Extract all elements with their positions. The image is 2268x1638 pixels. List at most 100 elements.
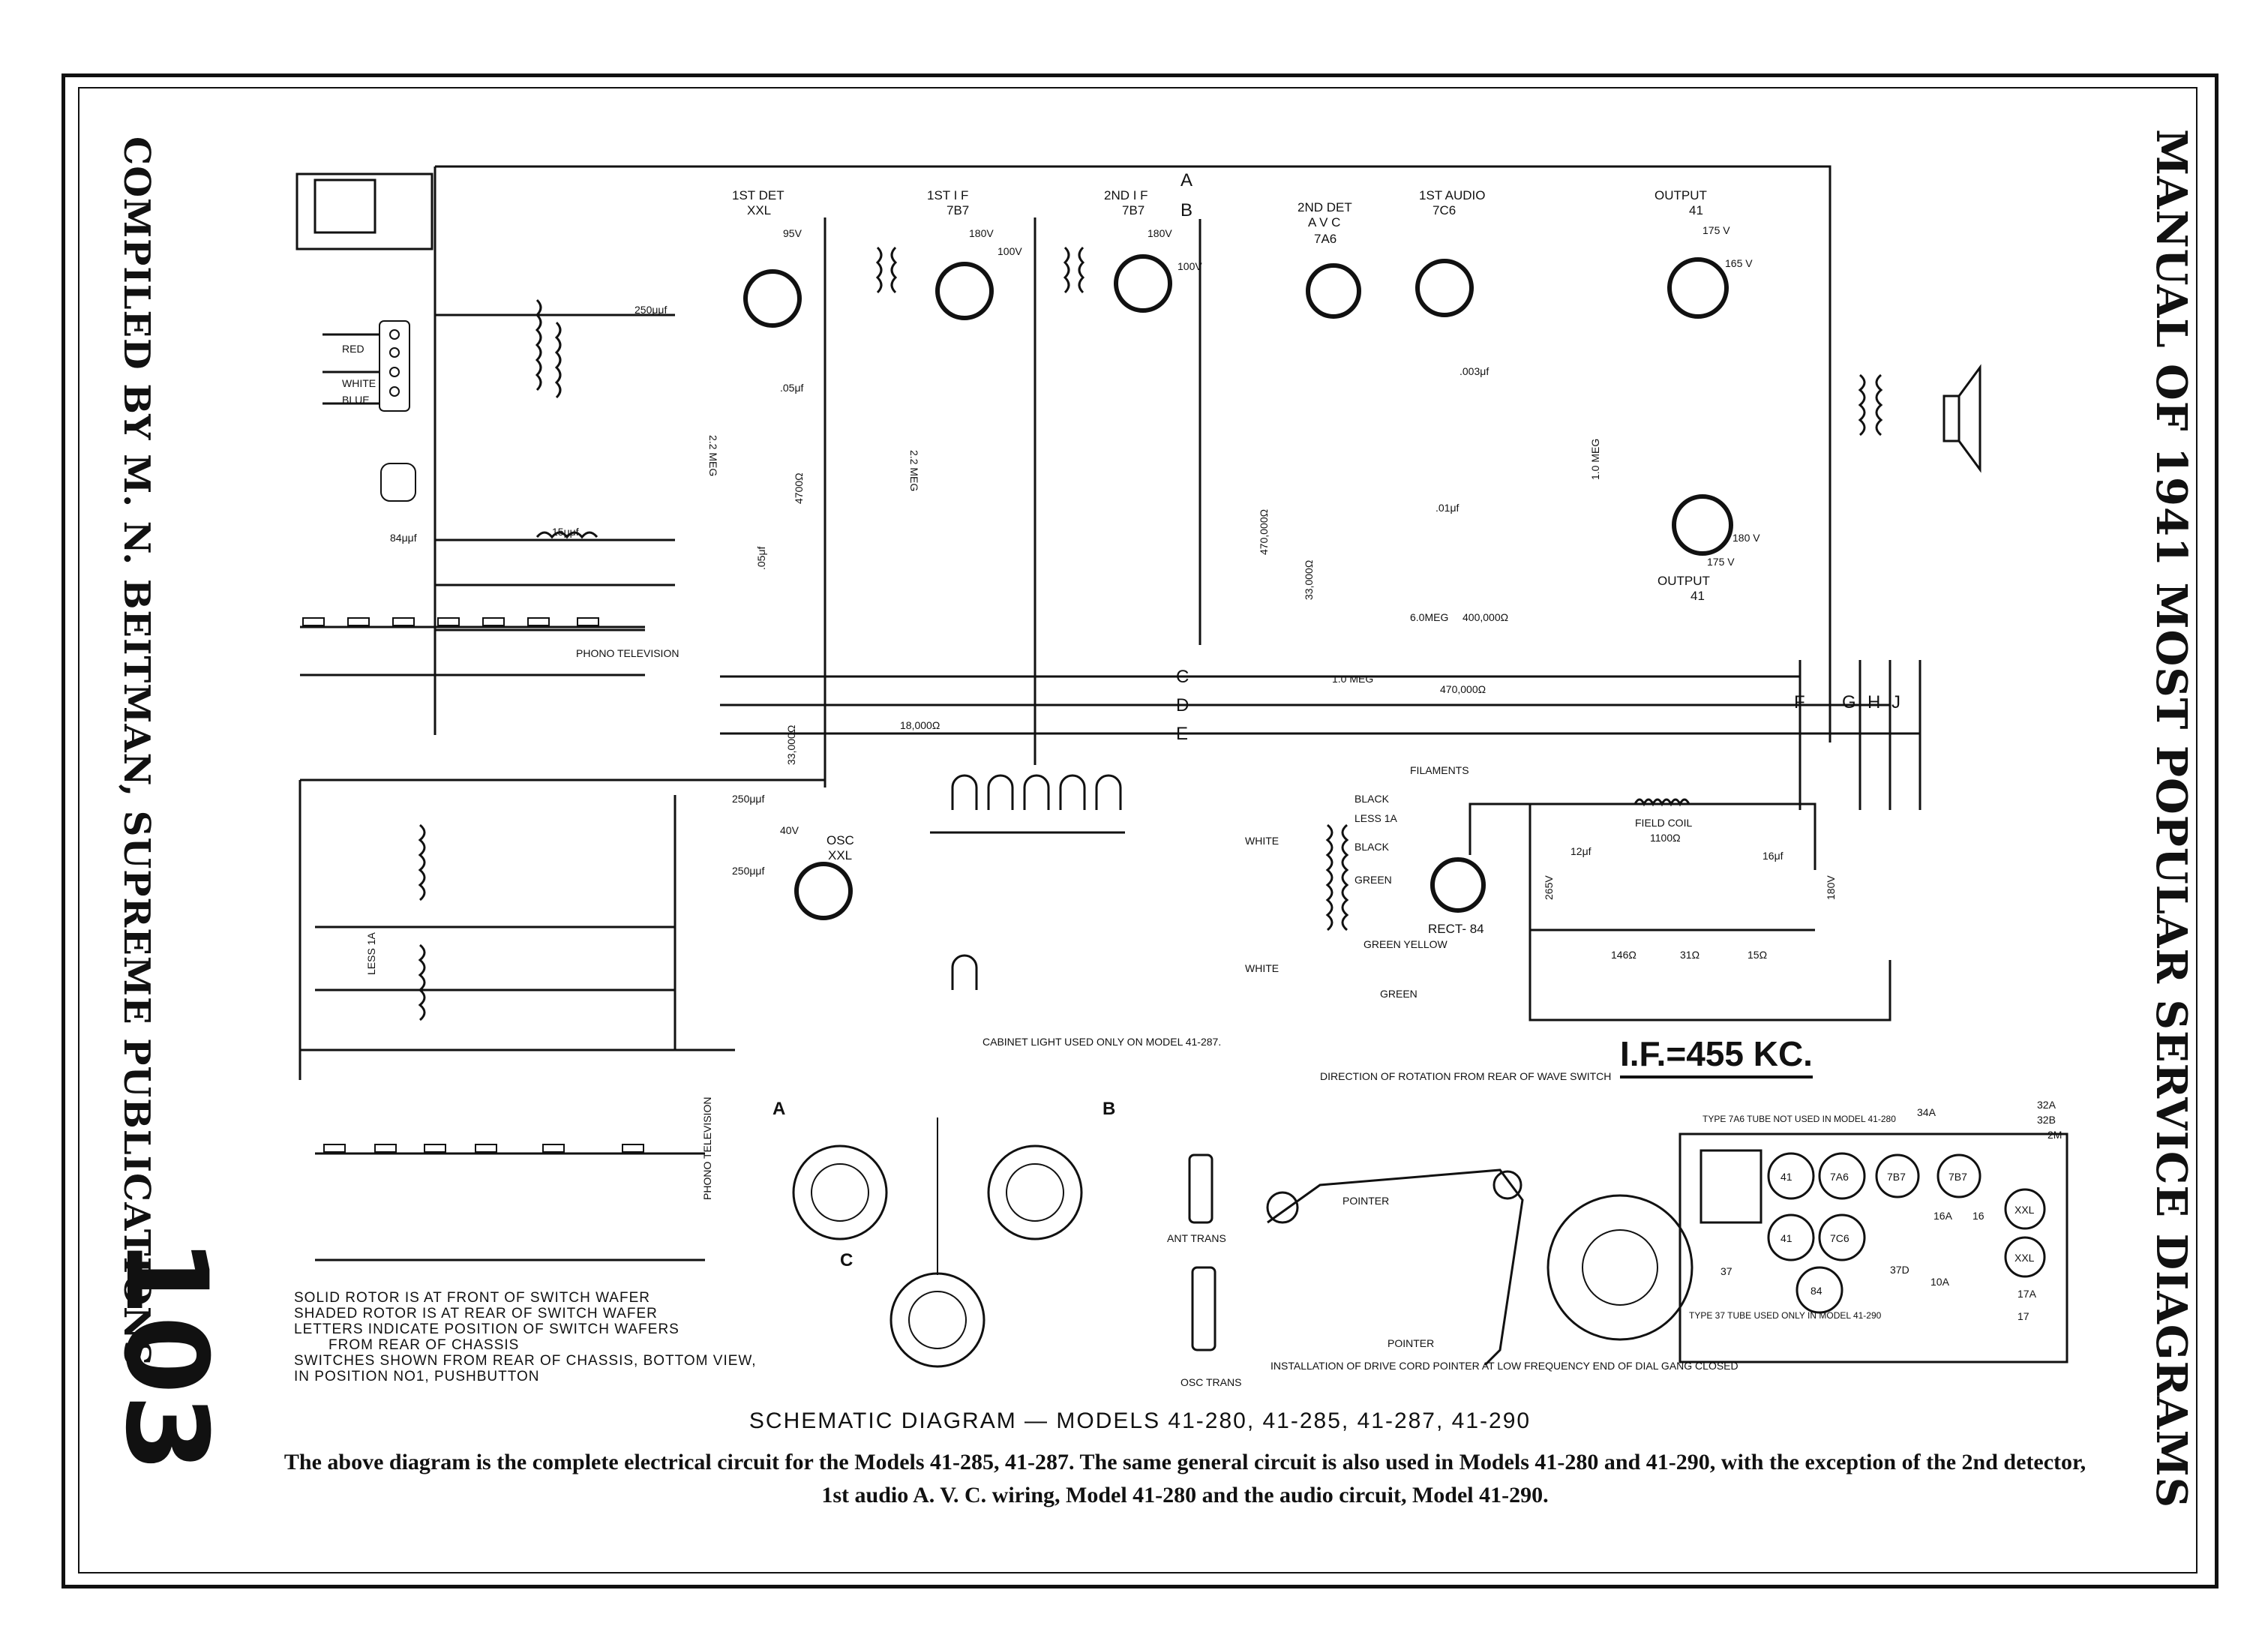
res-22meg-2-label: 2.2 MEG — [908, 450, 920, 491]
bus-e-label: E — [1176, 724, 1188, 744]
wafer-a-label: A — [772, 1099, 785, 1119]
tube-output-bottom-cathode: 180 V — [1732, 532, 1760, 544]
res-31-label: 31Ω — [1680, 949, 1700, 961]
field-coil-ohms-label: 1100Ω — [1650, 832, 1681, 844]
wire-red-label: RED — [342, 343, 364, 355]
tube-2nd-if: 2ND I F 7B7 180V 100V — [1104, 188, 1202, 313]
tube-1st-if-voltage: 180V — [969, 227, 994, 239]
cap-16-label: 16μf — [1762, 850, 1784, 862]
tube-output-top-name: OUTPUT — [1654, 188, 1707, 202]
tube-2nd-if-screen: 100V — [1178, 260, 1202, 272]
wire-green-2-label: GREEN — [1380, 988, 1418, 1000]
wafer-c-label: C — [840, 1250, 853, 1270]
wire-green-1-label: GREEN — [1354, 874, 1392, 886]
socket-16a: 16A — [1934, 1210, 1953, 1222]
field-coil-label: FIELD COIL — [1635, 817, 1692, 829]
if-frequency-label: I.F.=455 KC. — [1620, 1034, 1813, 1078]
cap-250-label-top: 250μμf — [634, 304, 667, 316]
tube-osc: OSC XXL — [794, 833, 854, 920]
coil-details: ANT TRANS OSC TRANS DIRECTION OF ROTATIO… — [1167, 1070, 1611, 1388]
bus-h-label: H — [1868, 692, 1880, 712]
osc-coils: LESS 1A — [315, 824, 675, 1022]
tube-1st-det-voltage: 95V — [783, 227, 802, 239]
tube-1st-if-screen: 100V — [998, 245, 1022, 257]
tube-osc-name: OSC — [826, 833, 854, 848]
bus-a-label: A — [1180, 170, 1192, 190]
pointer-label-top: POINTER — [1342, 1195, 1389, 1207]
layout-tube-84: 84 — [1810, 1285, 1822, 1297]
socket-34a: 34A — [1917, 1106, 1936, 1118]
phono-tv-label-bottom: PHONO TELEVISION — [701, 1097, 713, 1200]
tube-output-bottom: OUTPUT 41 175 V 180 V — [1658, 494, 1760, 603]
socket-10a: 10A — [1930, 1276, 1950, 1288]
rf-coils: 15μμf 84μμf 250μμf — [390, 298, 675, 632]
res-470000-2-label: 470,000Ω — [1440, 683, 1486, 695]
bus-f-label: F — [1794, 692, 1805, 712]
cabinet-light-note: CABINET LIGHT USED ONLY ON MODEL 41-287. — [982, 1036, 1221, 1048]
bus-d-label: D — [1176, 695, 1189, 716]
switch-wafers: A B C — [772, 1099, 1115, 1368]
cap-84-label: 84μμf — [390, 532, 417, 544]
res-1meg-label: 1.0 MEG — [1589, 439, 1601, 480]
tube-2nd-det: 2ND DET A V C 7A6 — [1298, 200, 1361, 319]
power-less-1a-label: LESS 1A — [1354, 812, 1397, 824]
res-22meg-1-label: 2.2 MEG — [707, 435, 719, 476]
bus-g-label: G — [1842, 692, 1856, 712]
switch-note: LETTERS INDICATE POSITION OF SWITCH WAFE… — [294, 1322, 680, 1337]
tube-2nd-det-name: 2ND DET — [1298, 200, 1352, 214]
wire-white-2-label: WHITE — [1245, 835, 1279, 847]
cap-01-1-label: .01μf — [1436, 502, 1460, 514]
tube-1st-audio-type: 7C6 — [1432, 203, 1456, 218]
res-33000-2-label: 33,000Ω — [785, 725, 797, 765]
tube-1st-if-type: 7B7 — [946, 203, 969, 218]
bus-lines — [298, 165, 1922, 1080]
res-33000-1-label: 33,000Ω — [1303, 560, 1315, 600]
wire-black-2-label: BLACK — [1354, 841, 1390, 853]
tube-1st-audio-name: 1ST AUDIO — [1419, 188, 1486, 202]
layout-tube-7b7-b: 7B7 — [1948, 1171, 1967, 1183]
tube-1st-det-type: XXL — [747, 203, 771, 218]
layout-tube-xxl-a: XXL — [2014, 1204, 2035, 1216]
socket-17a: 17A — [2018, 1288, 2037, 1300]
tube-1st-if: 1ST I F 7B7 180V 100V — [927, 188, 1022, 320]
voltage-40v-label: 40V — [780, 824, 800, 836]
rotation-note: DIRECTION OF ROTATION FROM REAR OF WAVE … — [1320, 1070, 1611, 1082]
switch-note: IN POSITION No1, PUSHBUTTON — [294, 1369, 540, 1384]
antenna-loop: RED WHITE BLUE — [296, 172, 434, 502]
speaker — [1942, 364, 1982, 473]
socket-17: 17 — [2018, 1310, 2030, 1322]
tube-output-top-voltage: 175 V — [1702, 224, 1730, 236]
voltage-180v-label: 180V — [1825, 875, 1837, 900]
layout-tube-37: 37 — [1720, 1265, 1732, 1277]
pilot-lamps: CABINET LIGHT USED ONLY ON MODEL 41-287. — [930, 774, 1221, 1048]
res-15-label: 15Ω — [1748, 949, 1767, 961]
voltage-265v-label: 265V — [1543, 875, 1555, 900]
filaments-label: FILAMENTS — [1410, 764, 1469, 776]
wire-green-yellow-label: GREEN YELLOW — [1364, 938, 1448, 950]
switch-note: SWITCHES SHOWN FROM REAR OF CHASSIS, BOT… — [294, 1353, 757, 1369]
power-supply: FILAMENTS BLACK LESS 1A BLACK GREEN GREE… — [1245, 764, 1892, 1022]
res-470000-1-label: 470,000Ω — [1258, 509, 1270, 555]
res-6meg-label: 6.0MEG — [1410, 611, 1448, 623]
bus-letters: A B C D E F G H J — [1176, 170, 1900, 744]
trimmer-bank-top: PHONO TELEVISION — [300, 617, 679, 676]
tube-7a6-note: TYPE 7A6 TUBE NOT USED IN MODEL 41-280 — [1702, 1114, 1896, 1124]
res-4700-label: 4700Ω — [793, 472, 805, 504]
tube-2nd-if-type: 7B7 — [1122, 203, 1144, 218]
cap-05-1-label: .05μf — [755, 546, 767, 570]
layout-tube-41-b: 41 — [1780, 1232, 1792, 1244]
tube-1st-audio: 1ST AUDIO 7C6 — [1415, 188, 1486, 317]
wafer-b-label: B — [1102, 1099, 1115, 1119]
tube-2nd-det-sub: A V C — [1308, 215, 1340, 230]
tube-output-bottom-type: 41 — [1690, 589, 1705, 603]
tube-1st-det: 1ST DET XXL 95V — [732, 188, 802, 328]
cap-003-label: .003μf — [1460, 365, 1489, 377]
switch-notes: SOLID ROTOR IS AT FRONT OF SWITCH WAFER … — [294, 1290, 819, 1384]
page-inner-border — [78, 87, 2198, 1574]
socket-16: 16 — [1972, 1210, 1984, 1222]
component-values: 2.2 MEG 2.2 MEG 4700Ω .05μf .05μf 470,00… — [707, 365, 1601, 877]
page-border — [62, 74, 2218, 1588]
chassis-layout: 41 7A6 7B7 7B7 41 7C6 84 XXL XXL 37 32A … — [1678, 1099, 2068, 1364]
phono-tv-label-top: PHONO TELEVISION — [576, 647, 679, 659]
